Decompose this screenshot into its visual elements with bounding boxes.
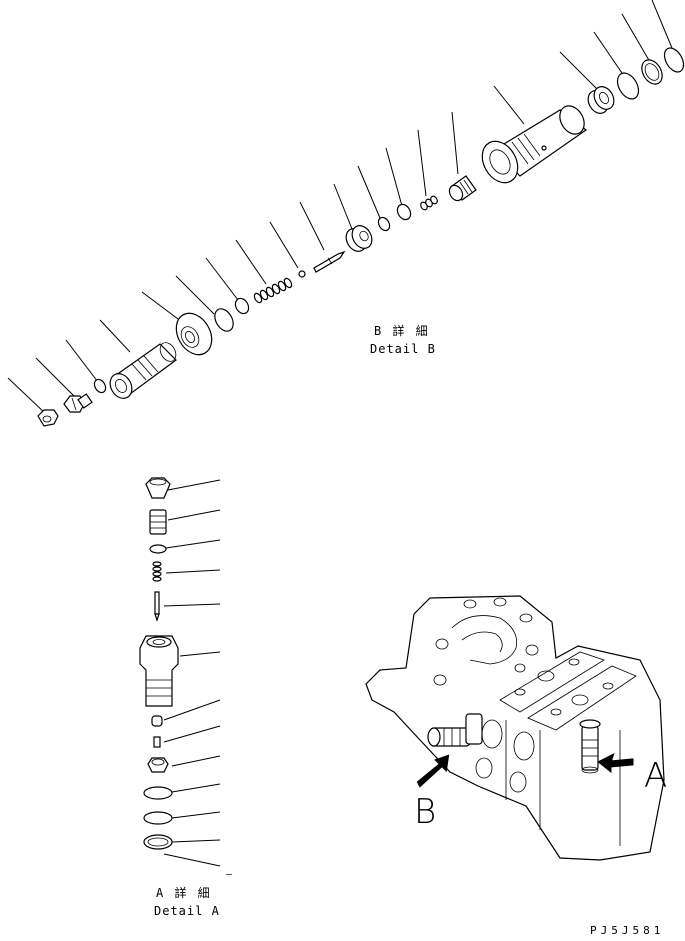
part-b-poppet (313, 250, 346, 273)
part-a-o-ring-small (149, 544, 167, 554)
part-b-spring (253, 277, 293, 304)
part-b-piston (448, 175, 477, 202)
part-b-plug (587, 86, 615, 114)
part-a-poppet (154, 591, 160, 622)
part-b-ring-2 (641, 59, 663, 85)
part-b-spring-seat (234, 297, 250, 315)
detail-b-leader-lines (7, 0, 673, 415)
part-a-valve-body (139, 635, 179, 707)
valve-assembly-illustration (365, 595, 665, 861)
part-b-o-ring (214, 308, 234, 332)
callout-label-a: A (644, 756, 668, 796)
part-b-ball (298, 270, 306, 278)
part-b-valve-body (481, 105, 588, 184)
part-b-o-ring-2 (377, 216, 391, 232)
assembly-relief-valve-a (579, 719, 601, 774)
detail-b-exploded-view (7, 0, 685, 427)
arrow-to-a (597, 753, 634, 774)
part-a-small-spring (153, 736, 161, 748)
detail-b-title-jp: B 詳 細 (374, 324, 430, 338)
part-b-ring-1 (616, 72, 640, 100)
part-a-spring (152, 561, 162, 582)
part-b-o-ring-small (93, 378, 107, 394)
part-b-small-spring (420, 195, 438, 211)
part-a-adjust-screw (149, 509, 167, 535)
part-b-o-ring-3 (396, 203, 412, 221)
arrow-to-b (416, 754, 450, 788)
part-a-plug (147, 757, 169, 773)
part-a-ring-3 (143, 834, 173, 850)
detail-a-leader-lines (163, 479, 221, 867)
part-b-cap (175, 312, 213, 356)
part-a-ring-1 (143, 786, 173, 800)
part-a-ring-2 (143, 811, 173, 825)
part-b-seat (345, 225, 373, 252)
detail-b-title-en: Detail B (370, 342, 436, 356)
part-b-sleeve (109, 342, 177, 399)
detail-a-exploded-view (139, 477, 221, 867)
detail-a-title-en: Detail A (154, 904, 220, 918)
callout-label-b: B (414, 792, 437, 832)
assembly-relief-valve-b (427, 713, 483, 747)
part-b-ring-3 (663, 47, 685, 73)
detail-a-title-jp: A 詳 細 (156, 886, 212, 900)
part-a-nut (145, 477, 171, 499)
part-b-adjust-screw (63, 393, 93, 413)
part-a-seat (151, 715, 163, 727)
dash-mark: – (226, 869, 235, 880)
part-b-nut (37, 409, 59, 427)
drawing-code: PJ5J581 (590, 924, 665, 937)
